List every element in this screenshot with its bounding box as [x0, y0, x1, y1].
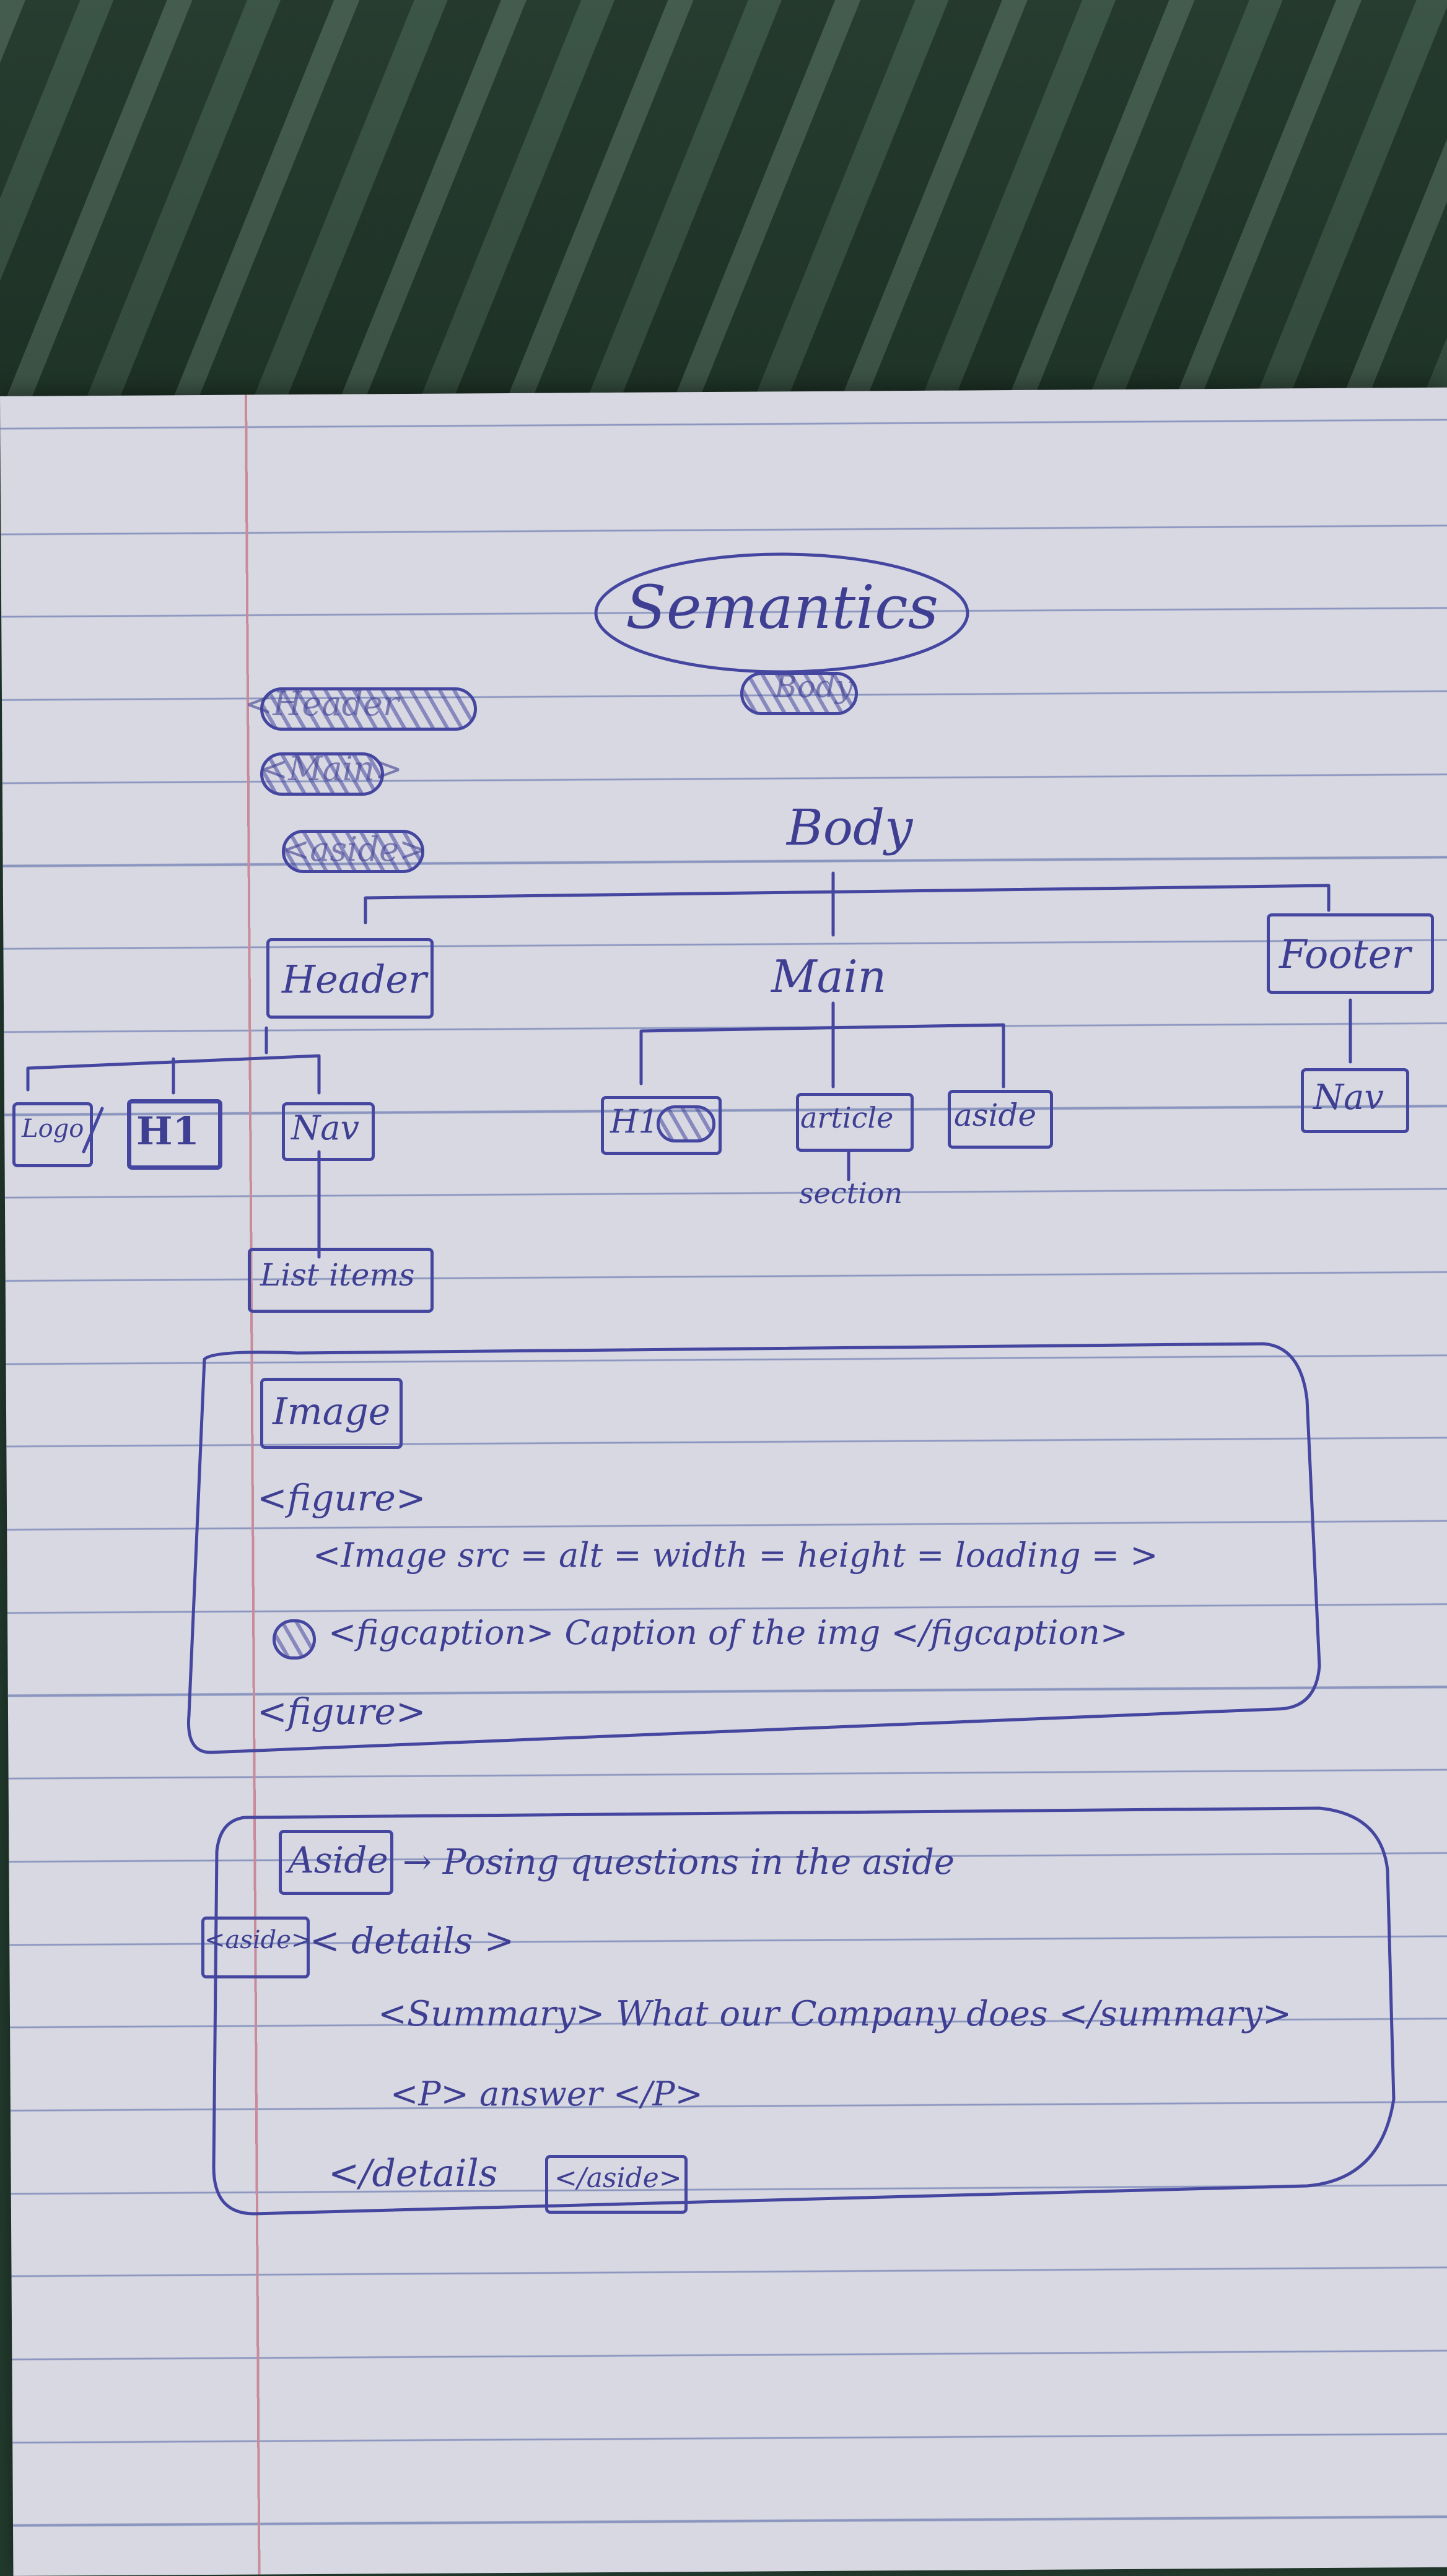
aside-heading-box [279, 1830, 393, 1895]
main-branch-line [639, 1023, 1005, 1089]
article-node-label: article [800, 1101, 894, 1134]
aside-close-tag-box [545, 2155, 688, 2214]
footer-nav-node-label: Nav [1313, 1077, 1384, 1118]
scratched-main [260, 752, 384, 796]
header-h1-node-box [127, 1099, 222, 1170]
logo-h1-slash [82, 1107, 104, 1154]
aside-open-tag: <aside> [204, 1926, 312, 1954]
header-node-label: Header [282, 957, 427, 1002]
scratched-header [260, 687, 477, 731]
aside-line-paragraph: <P> answer </P> [390, 2074, 703, 2113]
scratched-label-body: Body [774, 669, 854, 705]
aside-line-details-close: </details [328, 2152, 498, 2195]
figcaption-scribble [273, 1619, 316, 1660]
image-line-img-tag: <Image src = alt = width = height = load… [313, 1536, 1158, 1575]
image-heading: Image [273, 1390, 391, 1434]
scratched-body [740, 672, 858, 715]
aside-container [212, 1806, 1396, 2216]
aside-open-tag-box [201, 1917, 310, 1978]
section-node-label: section [799, 1177, 903, 1210]
scratched-label-aside: <aside> [282, 830, 427, 869]
main-h1-scribble [657, 1105, 715, 1142]
footer-node-label: Footer [1279, 932, 1411, 978]
main-h1-node-label: H1 [610, 1103, 659, 1141]
image-heading-box [260, 1378, 403, 1449]
main-aside-node-box [948, 1090, 1053, 1149]
aside-close-tag: </aside> [554, 2162, 682, 2194]
header-node-box [266, 938, 434, 1019]
list-items-node-label: List items [260, 1257, 415, 1293]
fabric-background [0, 0, 1447, 446]
scratched-aside [282, 830, 424, 873]
footer-node-box [1267, 913, 1434, 994]
aside-heading: Aside [288, 1839, 388, 1881]
scratched-label-main: <Main> [260, 749, 403, 788]
article-node-box [796, 1093, 914, 1152]
header-nav-node-box [282, 1102, 375, 1161]
scratched-label-header: <Header [245, 684, 399, 723]
logo-node-box [12, 1102, 93, 1167]
body-branch-line [364, 884, 1331, 925]
page-title: Semantics [626, 573, 938, 642]
tree-root-body: Body [787, 799, 913, 856]
aside-line-summary: <Summary> What our Company does </summar… [378, 1994, 1292, 2034]
header-h1-node-label: H1 [136, 1108, 199, 1154]
aside-arrow-text: → Posing questions in the aside [403, 1842, 955, 1882]
image-line-figure-open: <figure> [257, 1477, 426, 1519]
logo-node-label: Logo [22, 1115, 84, 1143]
main-aside-node-label: aside [954, 1097, 1037, 1133]
main-node-label: Main [771, 951, 887, 1003]
image-container [186, 1342, 1321, 1754]
aside-line-details-open: < details > [310, 1920, 515, 1962]
header-nav-node-label: Nav [291, 1108, 359, 1147]
main-h1-node-box [601, 1096, 722, 1155]
list-items-node-box [248, 1248, 434, 1313]
footer-nav-node-box [1301, 1068, 1409, 1133]
image-line-figcaption: <figcaption> Caption of the img </figcap… [328, 1613, 1129, 1652]
image-line-figure-close: <figure> [257, 1690, 426, 1733]
